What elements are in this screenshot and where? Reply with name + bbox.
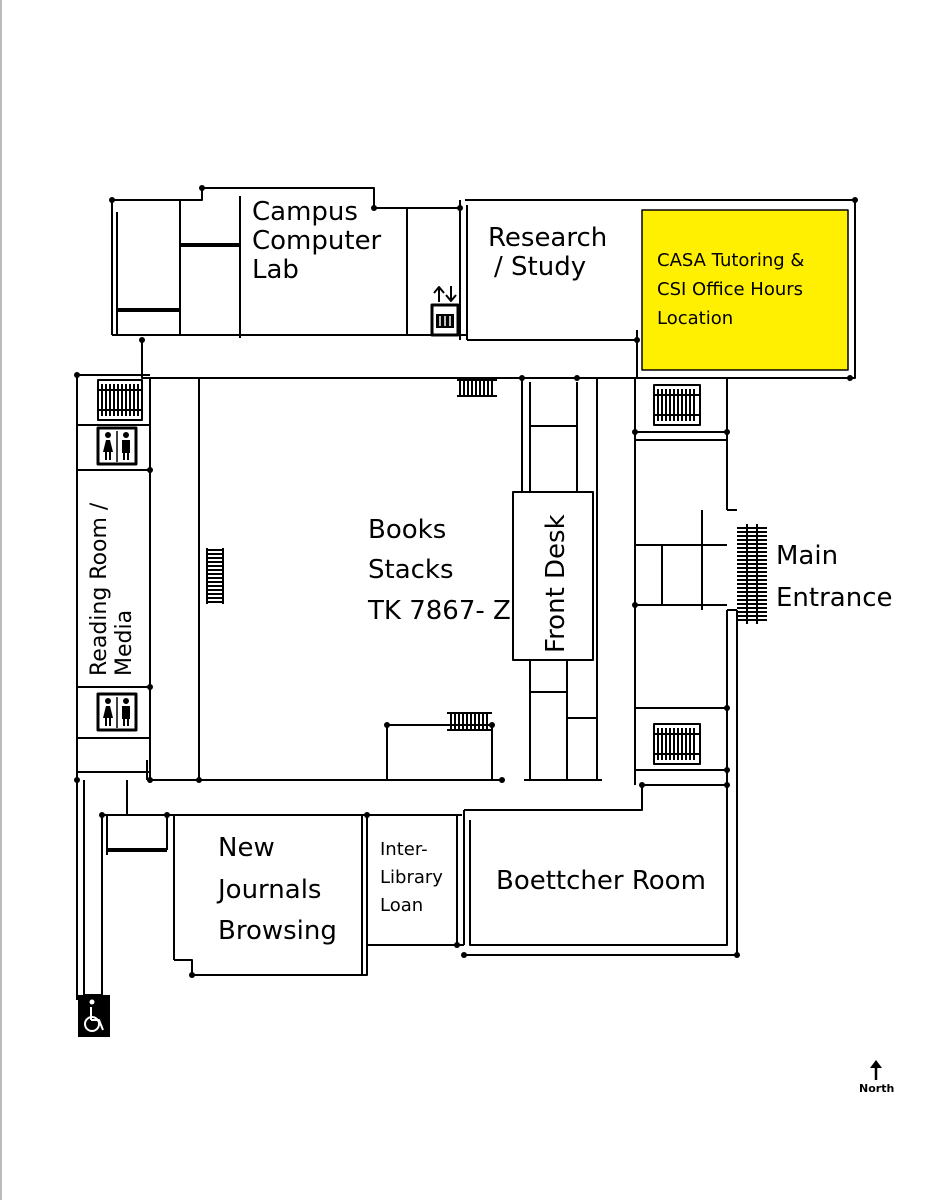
journals-line: Browsing [218, 916, 337, 947]
journals-line: New [218, 833, 275, 863]
books-stacks-label: Books Stacks TK 7867- Z [368, 510, 511, 631]
books-line: Books [368, 515, 447, 545]
research-line: Research [488, 223, 608, 253]
computer-lab-line: Lab [252, 255, 299, 286]
casa-highlight [641, 209, 849, 371]
books-line: Stacks [368, 555, 454, 586]
casa-line: Location [657, 308, 734, 329]
interlibrary-loan-label: Inter- Library Loan [380, 836, 443, 920]
stairs-icon [447, 712, 492, 731]
casa-tutoring-label: CASA Tutoring & CSI Office Hours Locatio… [657, 246, 804, 333]
boettcher-room-label: Boettcher Room [496, 866, 706, 896]
wheelchair-icon [78, 995, 110, 1037]
reading-room-line: Reading Room / [87, 502, 112, 676]
casa-line: CASA Tutoring & [657, 250, 805, 271]
ill-line: Loan [380, 894, 424, 916]
ill-line: Inter- [380, 839, 428, 860]
restroom-icon [96, 426, 138, 466]
stairs-icon [97, 379, 143, 421]
computer-lab-line: Computer [252, 226, 382, 257]
new-journals-label: New Journals Browsing [218, 828, 337, 953]
stairs-icon [457, 379, 497, 397]
computer-lab-line: Campus [252, 197, 358, 227]
stairs-icon [206, 548, 224, 604]
stairs-icon [653, 384, 701, 426]
reading-room-label: Reading Room / Media [87, 502, 137, 676]
books-line: TK 7867- Z [368, 595, 511, 626]
stairs-icon [737, 524, 767, 624]
journals-line: Journals [218, 874, 322, 905]
entrance-line: Main [776, 541, 839, 571]
research-line: / Study [494, 252, 587, 283]
elevator-icon [430, 286, 460, 337]
north-arrow-icon [870, 1060, 882, 1080]
entrance-line: Entrance [776, 582, 893, 613]
north-label: North [859, 1082, 895, 1095]
stairs-icon [653, 723, 701, 765]
research-study-label: Research / Study [488, 223, 608, 283]
computer-lab-label: Campus Computer Lab [252, 197, 382, 286]
casa-line: CSI Office Hours [657, 279, 804, 300]
reading-room-line: Media [111, 609, 137, 676]
front-desk-label: Front Desk [541, 514, 571, 653]
ill-line: Library [380, 866, 443, 888]
restroom-icon [96, 692, 138, 732]
main-entrance-label: Main Entrance [776, 536, 893, 619]
